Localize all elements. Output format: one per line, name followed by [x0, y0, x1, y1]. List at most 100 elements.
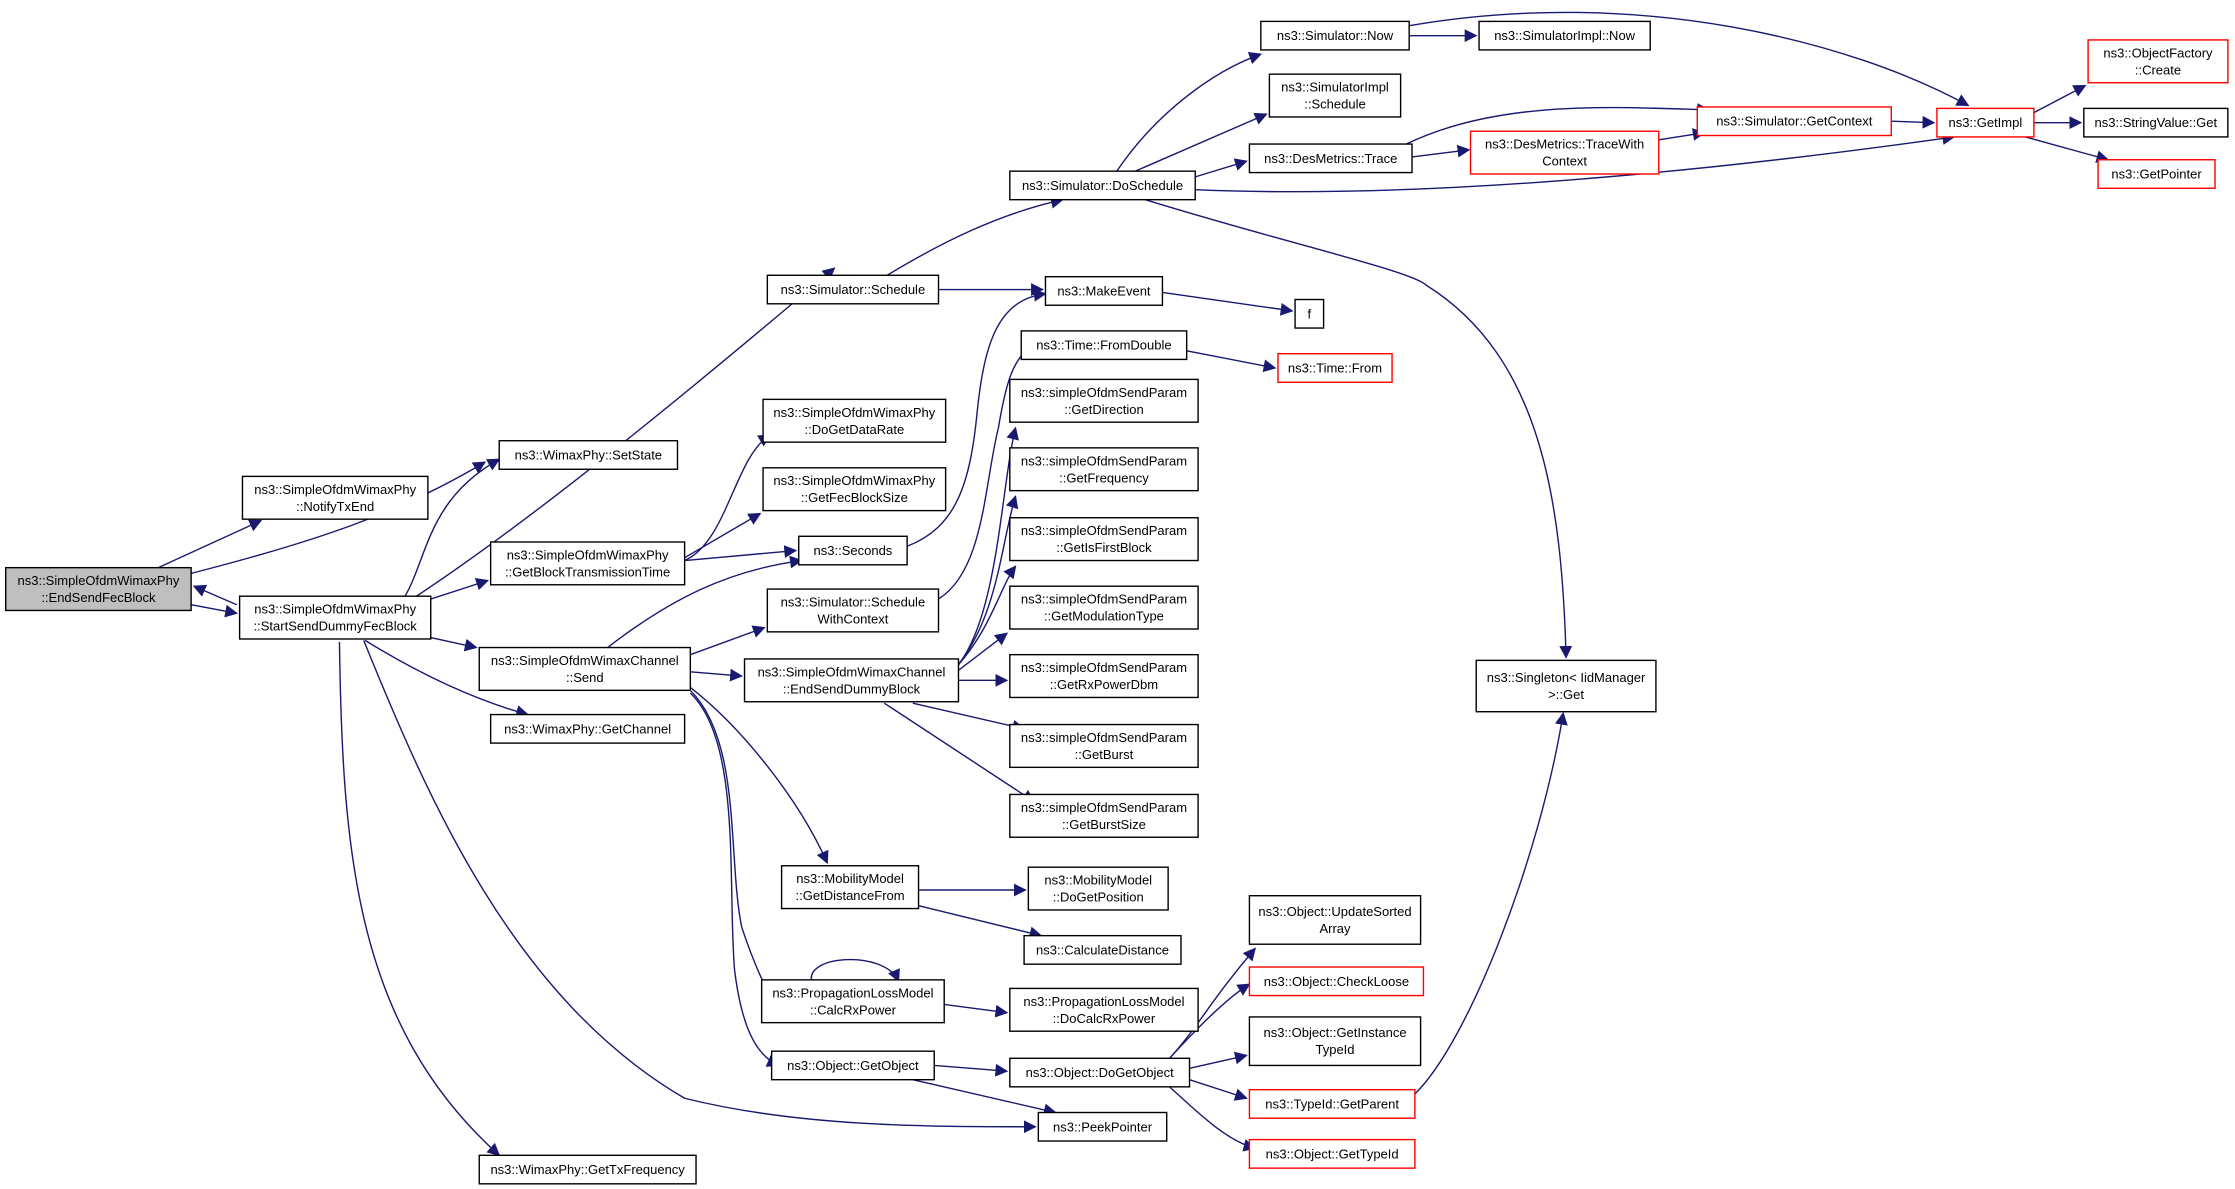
node-singleton[interactable]: ns3::Singleton< IidManager>::Get [1475, 659, 1657, 713]
node-box [1248, 1138, 1416, 1169]
node-box [489, 541, 686, 586]
node-gettxfreq[interactable]: ns3::WimaxPhy::GetTxFrequency [478, 1154, 697, 1185]
node-stringvalue[interactable]: ns3::StringValue::Get [2083, 107, 2229, 138]
node-getfrequency[interactable]: ns3::simpleOfdmSendParam::GetFrequency [1009, 447, 1199, 492]
node-label-line: ns3::SimulatorImpl::Now [1494, 28, 1635, 43]
node-box [1696, 106, 1892, 137]
node-label-line: ::EndSendFecBlock [41, 590, 156, 605]
node-box [743, 658, 960, 703]
node-calcrx[interactable]: ns3::PropagationLossModel::CalcRxPower [760, 979, 945, 1024]
node-getdirection[interactable]: ns3::simpleOfdmSendParam::GetDirection [1009, 378, 1199, 423]
edge-path [431, 577, 490, 600]
edge-path [1415, 711, 1568, 1094]
node-getobject[interactable]: ns3::Object::GetObject [770, 1050, 935, 1081]
node-calcdistance[interactable]: ns3::CalculateDistance [1023, 934, 1182, 965]
edge-path [1412, 144, 1471, 157]
edge-path [192, 584, 237, 605]
node-box [762, 467, 947, 512]
node-getblock[interactable]: ns3::SimpleOfdmWimaxPhy::GetBlockTransmi… [489, 541, 686, 586]
node-box [1268, 73, 1402, 118]
node-dogetobject[interactable]: ns3::Object::DoGetObject [1009, 1057, 1191, 1088]
node-box [1027, 866, 1169, 911]
call-edge-to-timefrom [1187, 351, 1277, 373]
call-edge-to-calcdistance [919, 906, 1043, 940]
node-getchannel[interactable]: ns3::WimaxPhy::GetChannel [489, 713, 686, 744]
edge-path [1406, 103, 1710, 144]
node-notify[interactable]: ns3::SimpleOfdmWimaxPhy::NotifyTxEnd [241, 475, 429, 520]
node-box [1248, 966, 1425, 997]
call-edge-to-desmetrics [1195, 158, 1248, 177]
node-dogetdatarate[interactable]: ns3::SimpleOfdmWimaxPhy::DoGetDataRate [762, 398, 947, 443]
node-label-line: ::GetFrequency [1059, 470, 1149, 485]
node-getisfirst[interactable]: ns3::simpleOfdmSendParam::GetIsFirstBloc… [1009, 517, 1199, 562]
node-startsend[interactable]: ns3::SimpleOfdmWimaxPhy::StartSendDummyF… [238, 595, 432, 640]
node-box [1009, 723, 1199, 769]
node-peekpointer[interactable]: ns3::PeekPointer [1037, 1111, 1168, 1142]
node-label-line: ns3::Seconds [814, 543, 893, 558]
node-simimplnow[interactable]: ns3::SimulatorImpl::Now [1478, 20, 1651, 51]
node-label-line: ns3::SimpleOfdmWimaxPhy [773, 405, 935, 420]
node-box [1020, 330, 1188, 361]
edge-path [1187, 351, 1277, 373]
node-getmodtype[interactable]: ns3::simpleOfdmSendParam::GetModulationT… [1009, 585, 1199, 630]
call-edge-to-gettxfreq [339, 642, 501, 1157]
node-doschedule[interactable]: ns3::Simulator::DoSchedule [1009, 170, 1196, 201]
node-getpointer[interactable]: ns3::GetPointer [2097, 159, 2216, 189]
node-objfactory[interactable]: ns3::ObjectFactory::Create [2087, 39, 2229, 84]
node-chsend[interactable]: ns3::SimpleOfdmWimaxChannel::Send [478, 646, 692, 692]
node-fromdouble[interactable]: ns3::Time::FromDouble [1020, 330, 1188, 361]
node-enddummy[interactable]: ns3::SimpleOfdmWimaxChannel::EndSendDumm… [743, 658, 960, 703]
node-label-line: ns3::Object::GetObject [787, 1058, 919, 1073]
node-label-line: ::Schedule [1304, 97, 1365, 112]
node-schedule[interactable]: ns3::Simulator::Schedule [766, 274, 940, 305]
node-box [1478, 20, 1651, 51]
call-edge-to-makeevent [907, 288, 1047, 546]
node-box [1009, 1057, 1191, 1088]
node-seconds[interactable]: ns3::Seconds [798, 535, 908, 566]
call-edge-to-fromdouble [939, 345, 1036, 599]
node-label-line: ns3::SimulatorImpl [1281, 80, 1389, 95]
node-f[interactable]: f [1294, 298, 1325, 329]
node-getrxpower[interactable]: ns3::simpleOfdmSendParam::GetRxPowerDbm [1009, 653, 1199, 699]
node-getimpl[interactable]: ns3::GetImpl [1936, 107, 2035, 138]
node-label-line: ns3::DesMetrics::TraceWith [1485, 137, 1644, 152]
node-getparent[interactable]: ns3::TypeId::GetParent [1248, 1088, 1416, 1119]
call-edge-to-tracewithctx [1412, 144, 1471, 157]
node-setstate[interactable]: ns3::WimaxPhy::SetState [498, 440, 679, 470]
node-desmetrics[interactable]: ns3::DesMetrics::Trace [1248, 143, 1413, 174]
node-gettypeid[interactable]: ns3::Object::GetTypeId [1248, 1138, 1416, 1169]
node-getfecblocksize[interactable]: ns3::SimpleOfdmWimaxPhy::GetFecBlockSize [762, 467, 947, 512]
edge-path [934, 1063, 1009, 1077]
node-dogetposition[interactable]: ns3::MobilityModel::DoGetPosition [1027, 866, 1169, 911]
node-docalcrx[interactable]: ns3::PropagationLossModel::DoCalcRxPower [1009, 987, 1199, 1032]
node-box [1009, 653, 1199, 699]
node-endsend[interactable]: ns3::SimpleOfdmWimaxPhy::EndSendFecBlock [5, 566, 192, 612]
node-makeevent[interactable]: ns3::MakeEvent [1044, 276, 1164, 306]
node-getcontext[interactable]: ns3::Simulator::GetContext [1696, 106, 1892, 137]
node-label-line: ns3::PropagationLossModel [772, 985, 933, 1000]
call-edge-to-dogetdatarate [685, 435, 772, 561]
edge-path [1190, 1080, 1248, 1101]
node-label-line: ::Create [2135, 62, 2181, 77]
edge-path [1195, 158, 1248, 177]
node-getburst[interactable]: ns3::simpleOfdmSendParam::GetBurst [1009, 723, 1199, 769]
call-edge-to-getfrequency [958, 495, 1019, 664]
node-simnow[interactable]: ns3::Simulator::Now [1260, 20, 1410, 51]
edge-path [939, 345, 1036, 599]
node-simimplsched[interactable]: ns3::SimulatorImpl::Schedule [1268, 73, 1402, 118]
node-getdistance[interactable]: ns3::MobilityModel::GetDistanceFrom [780, 865, 920, 910]
node-label-line: ns3::Object::GetTypeId [1266, 1146, 1399, 1161]
node-getburstsize[interactable]: ns3::simpleOfdmSendParam::GetBurstSize [1009, 793, 1199, 838]
edge-path [884, 703, 1036, 801]
node-checkloose[interactable]: ns3::Object::CheckLoose [1248, 966, 1425, 997]
node-label-line: ns3::simpleOfdmSendParam [1021, 592, 1187, 607]
node-label-line: ns3::Time::From [1288, 360, 1382, 375]
call-edge-to-simnow [1117, 51, 1263, 171]
edge-path [690, 693, 780, 1067]
node-box [1044, 276, 1164, 306]
node-timefrom[interactable]: ns3::Time::From [1277, 353, 1393, 383]
